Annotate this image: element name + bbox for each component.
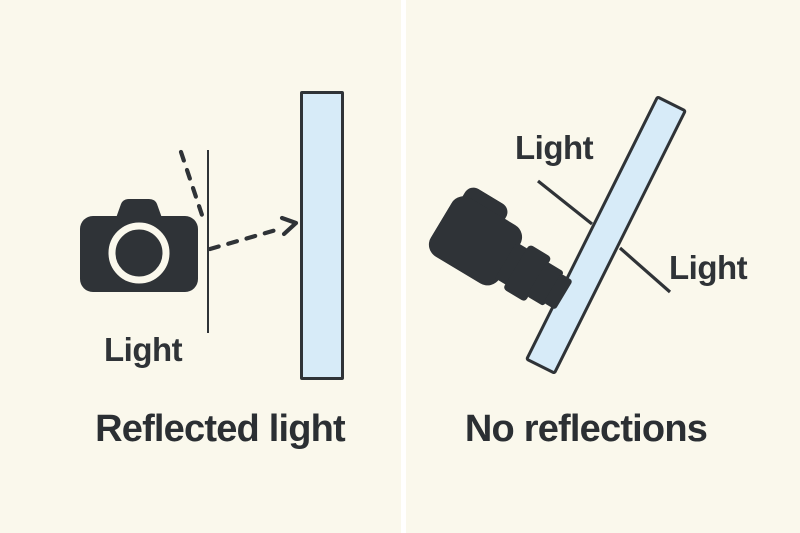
camera-body bbox=[428, 196, 523, 286]
right-caption: No reflections bbox=[464, 408, 708, 450]
arrow-head-icon bbox=[279, 215, 299, 237]
camera-lens-ring bbox=[108, 222, 170, 284]
camera-body bbox=[80, 216, 198, 292]
light-ray-lower-line bbox=[618, 246, 672, 294]
glass-pane-vertical-icon bbox=[300, 91, 344, 380]
lens-mount bbox=[495, 242, 528, 285]
camera-hump bbox=[116, 199, 162, 218]
arrow-shaft bbox=[207, 225, 286, 252]
light-label-right: Light bbox=[669, 249, 748, 286]
left-caption: Reflected light bbox=[95, 408, 346, 450]
camera-side-icon bbox=[428, 187, 572, 309]
reflected-light-dashed-arrow bbox=[207, 215, 299, 252]
light-label: Light bbox=[104, 331, 183, 368]
light-ray-upper-line bbox=[537, 179, 593, 226]
lens-front bbox=[544, 274, 572, 309]
light-label-top: Light bbox=[515, 129, 594, 166]
camera-front-icon bbox=[80, 199, 198, 292]
lens-zoom-ring bbox=[504, 245, 551, 301]
lens-barrel bbox=[527, 262, 564, 306]
panel-divider bbox=[401, 0, 406, 533]
